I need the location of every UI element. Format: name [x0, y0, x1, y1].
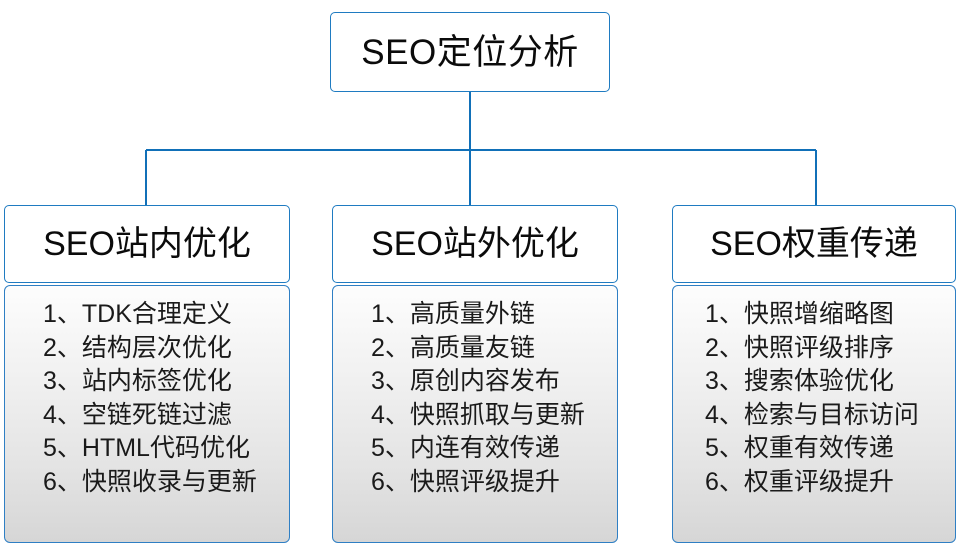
list-item: 4、快照抓取与更新 — [371, 400, 585, 429]
branch-panel-2: 1、高质量外链 2、高质量友链 3、原创内容发布 4、快照抓取与更新 5、内连有… — [332, 285, 618, 543]
list-item: 6、快照收录与更新 — [43, 467, 257, 496]
list-item: 3、站内标签优化 — [43, 367, 232, 395]
list-item: 3、搜索体验优化 — [705, 367, 894, 395]
branch-header-label-3: SEO权重传递 — [710, 225, 918, 263]
list-item: 5、内连有效传递 — [371, 434, 560, 462]
branch-header-label-1: SEO站内优化 — [43, 225, 251, 263]
branch-header-label-2: SEO站外优化 — [371, 225, 579, 263]
root-node-label: SEO定位分析 — [361, 32, 579, 72]
branch-list-1: 1、TDK合理定义 2、结构层次优化 3、站内标签优化 4、空链死链过滤 5、H… — [5, 298, 289, 499]
list-item: 2、高质量友链 — [371, 333, 535, 362]
list-item: 1、TDK合理定义 — [43, 300, 232, 328]
list-item: 5、权重有效传递 — [705, 434, 894, 462]
root-node[interactable]: SEO定位分析 — [330, 12, 610, 92]
list-item: 5、HTML代码优化 — [43, 434, 250, 462]
branch-column-1: SEO站内优化 1、TDK合理定义 2、结构层次优化 3、站内标签优化 4、空链… — [4, 205, 290, 543]
branch-header-1[interactable]: SEO站内优化 — [4, 205, 290, 283]
branch-header-2[interactable]: SEO站外优化 — [332, 205, 618, 283]
list-item: 6、快照评级提升 — [371, 467, 560, 496]
list-item: 1、快照增缩略图 — [705, 300, 894, 328]
list-item: 4、空链死链过滤 — [43, 400, 232, 429]
list-item: 4、检索与目标访问 — [705, 400, 919, 429]
branch-list-3: 1、快照增缩略图 2、快照评级排序 3、搜索体验优化 4、检索与目标访问 5、权… — [673, 298, 955, 499]
branch-list-2: 1、高质量外链 2、高质量友链 3、原创内容发布 4、快照抓取与更新 5、内连有… — [333, 298, 617, 499]
list-item: 1、高质量外链 — [371, 300, 535, 328]
branch-panel-1: 1、TDK合理定义 2、结构层次优化 3、站内标签优化 4、空链死链过滤 5、H… — [4, 285, 290, 543]
list-item: 3、原创内容发布 — [371, 367, 560, 395]
list-item: 2、结构层次优化 — [43, 333, 232, 362]
branch-panel-3: 1、快照增缩略图 2、快照评级排序 3、搜索体验优化 4、检索与目标访问 5、权… — [672, 285, 956, 543]
branch-column-3: SEO权重传递 1、快照增缩略图 2、快照评级排序 3、搜索体验优化 4、检索与… — [672, 205, 956, 543]
list-item: 2、快照评级排序 — [705, 333, 894, 362]
branch-column-2: SEO站外优化 1、高质量外链 2、高质量友链 3、原创内容发布 4、快照抓取与… — [332, 205, 618, 543]
branch-header-3[interactable]: SEO权重传递 — [672, 205, 956, 283]
list-item: 6、权重评级提升 — [705, 467, 894, 496]
